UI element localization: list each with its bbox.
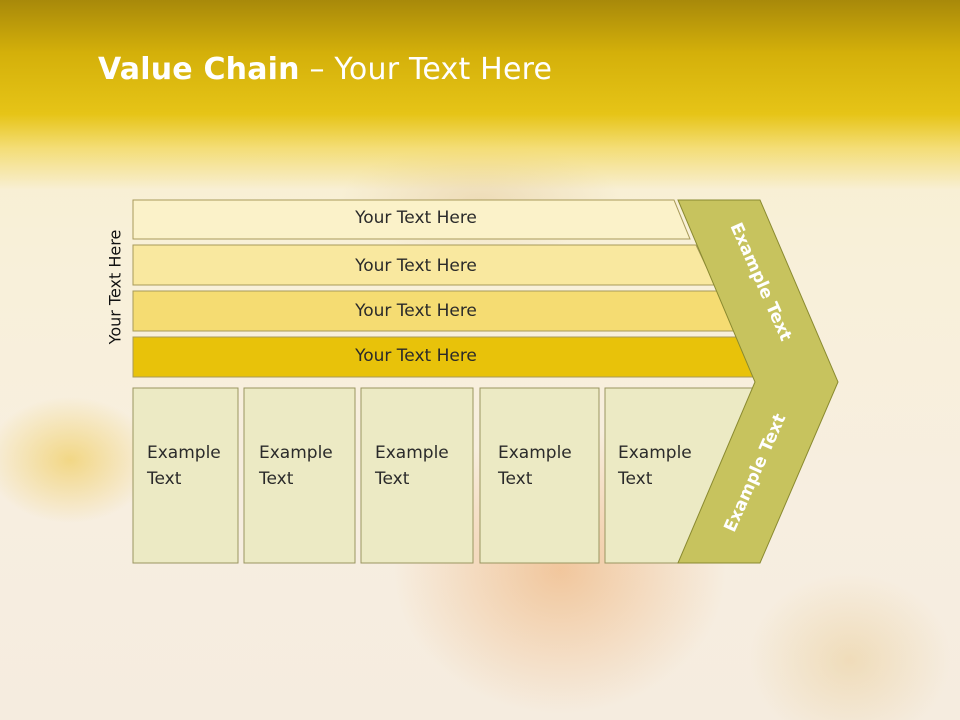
column-label-5-line2: Text <box>618 469 653 489</box>
column-box-2 <box>243 387 356 564</box>
column-box-1 <box>132 387 239 564</box>
column-label-2-line1: Example <box>259 443 333 463</box>
band-label-4: Your Text Here <box>355 346 477 366</box>
column-box-4 <box>479 387 600 564</box>
title-rest: – Your Text Here <box>299 52 553 87</box>
column-label-1-line2: Text <box>147 469 182 489</box>
column-label-4-line1: Example <box>498 443 572 463</box>
band-1 <box>132 199 691 240</box>
column-label-1-line1: Example <box>147 443 221 463</box>
title-bold: Value Chain <box>98 52 300 87</box>
column-label-5-line1: Example <box>618 443 692 463</box>
column-label-3-line1: Example <box>375 443 449 463</box>
column-box-3 <box>360 387 474 564</box>
band-label-2: Your Text Here <box>355 256 477 276</box>
band-label-1: Your Text Here <box>355 208 477 228</box>
column-label-3-line2: Text <box>375 469 410 489</box>
chevron-arrow <box>677 199 839 564</box>
slide-title: Value Chain – Your Text Here <box>98 52 552 87</box>
column-label-4-line2: Text <box>498 469 533 489</box>
band-label-3: Your Text Here <box>355 301 477 321</box>
column-label-2-line2: Text <box>259 469 294 489</box>
title-bar <box>0 0 960 190</box>
